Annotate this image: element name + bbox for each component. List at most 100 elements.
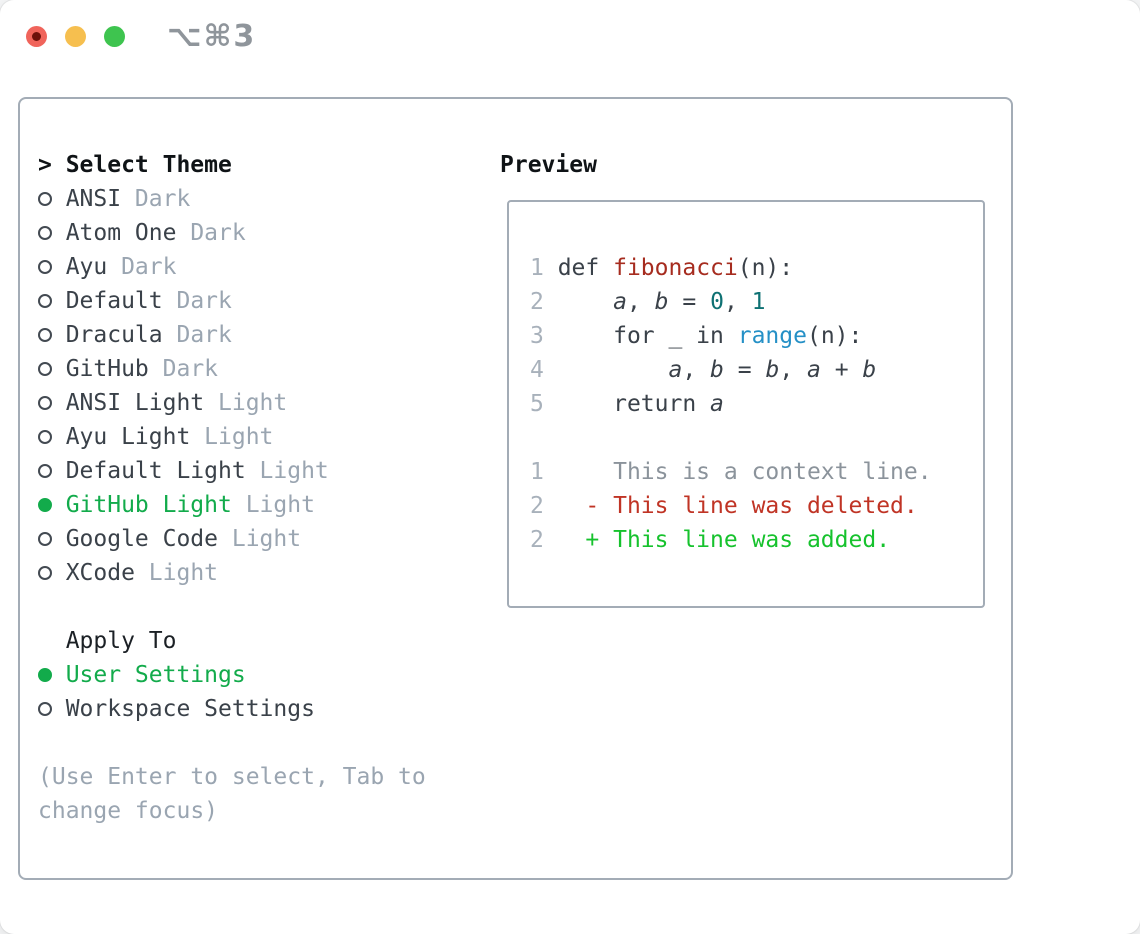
code-token: , <box>779 357 808 383</box>
radio-icon <box>38 192 66 206</box>
close-button[interactable] <box>26 26 47 47</box>
code-line: 5 return a <box>530 387 983 421</box>
code-token: + This line was added. <box>543 527 891 553</box>
theme-variant-label: Light <box>204 424 274 450</box>
theme-variant-label: Dark <box>176 322 232 348</box>
apply-to-label: Apply To <box>65 628 177 654</box>
line-number: 1 <box>530 459 544 485</box>
preview-box: 1 def fibonacci(n): 2 a, b = 0, 1 3 for … <box>507 200 985 608</box>
radio-selected-icon <box>38 498 66 512</box>
radio-icon <box>38 464 66 478</box>
theme-variant-label: Dark <box>190 220 246 246</box>
code-token: for _ in <box>543 323 738 349</box>
line-number: 1 <box>530 255 544 281</box>
code-line: 1 def fibonacci(n): <box>530 251 983 285</box>
radio-icon <box>38 702 66 716</box>
selection-caret-icon: > <box>38 152 52 178</box>
radio-icon <box>38 328 66 342</box>
code-token: + <box>820 357 863 383</box>
hint-line: change focus) <box>38 798 219 824</box>
radio-icon <box>38 226 66 240</box>
theme-variant-label: Light <box>259 458 329 484</box>
diff-deleted-line: 2 - This line was deleted. <box>530 489 983 523</box>
line-number: 2 <box>530 493 544 519</box>
code-token: range <box>737 323 807 349</box>
radio-icon <box>38 532 66 546</box>
radio-icon <box>38 260 66 274</box>
theme-variant-label: Dark <box>176 288 232 314</box>
traffic-lights <box>26 26 125 47</box>
code-token: (n): <box>806 323 863 349</box>
code-token: , <box>626 289 655 315</box>
radio-icon <box>38 294 66 308</box>
code-token: b <box>654 289 669 315</box>
titlebar: ⌥⌘3 <box>0 0 1140 74</box>
code-token <box>544 357 669 383</box>
apply-option-workspace-settings[interactable]: Workspace Settings <box>38 692 426 726</box>
code-token: a <box>807 357 821 383</box>
line-number: 4 <box>530 357 544 383</box>
diff-context-line: 1 This is a context line. <box>530 455 983 489</box>
code-token: return <box>543 391 711 417</box>
line-number: 2 <box>530 527 544 553</box>
theme-variant-label: Light <box>148 560 219 586</box>
radio-icon <box>38 396 66 410</box>
radio-selected-icon <box>38 668 66 682</box>
code-token: - This line was deleted. <box>543 493 918 519</box>
radio-icon <box>38 362 66 376</box>
diff-added-line: 2 + This line was added. <box>530 523 983 557</box>
code-token: fibonacci <box>613 255 738 281</box>
spacer-row <box>38 590 426 624</box>
code-token: 1 <box>751 289 766 315</box>
theme-variant-label: Light <box>245 492 315 518</box>
code-token: , <box>723 289 752 315</box>
window-title: ⌥⌘3 <box>167 19 257 54</box>
code-token: b <box>862 357 877 383</box>
close-dot-icon <box>32 32 41 41</box>
code-line-blank <box>530 421 983 455</box>
minimize-button[interactable] <box>65 26 86 47</box>
code-token: def <box>543 255 614 281</box>
line-number: 3 <box>530 323 544 349</box>
theme-variant-label: Light <box>231 526 302 552</box>
line-number: 2 <box>530 289 544 315</box>
apply-option-user-settings[interactable]: User Settings <box>38 658 426 692</box>
code-token: b <box>710 357 724 383</box>
code-line: 4 a, b = b, a + b <box>530 353 983 387</box>
select-theme-header: > Select Theme <box>38 148 426 182</box>
radio-icon <box>38 566 66 580</box>
apply-to-header: Apply To <box>38 624 426 658</box>
code-token: = <box>723 357 766 383</box>
code-token: a <box>710 391 724 417</box>
code-token: This is a context line. <box>543 459 932 485</box>
spacer-row <box>38 726 426 760</box>
code-token: a <box>613 289 627 315</box>
zoom-button[interactable] <box>104 26 125 47</box>
theme-variant-label: Dark <box>121 254 177 280</box>
list-title: Select Theme <box>65 152 232 178</box>
line-number: 5 <box>530 391 544 417</box>
hint-line: (Use Enter to select, Tab to <box>38 764 426 790</box>
code-token: (n): <box>737 255 794 281</box>
theme-variant-label: Dark <box>134 186 191 212</box>
code-token: 0 <box>710 289 724 315</box>
code-token <box>544 289 613 315</box>
code-line: 3 for _ in range(n): <box>530 319 983 353</box>
code-token: , <box>682 357 711 383</box>
code-token: a <box>668 357 683 383</box>
